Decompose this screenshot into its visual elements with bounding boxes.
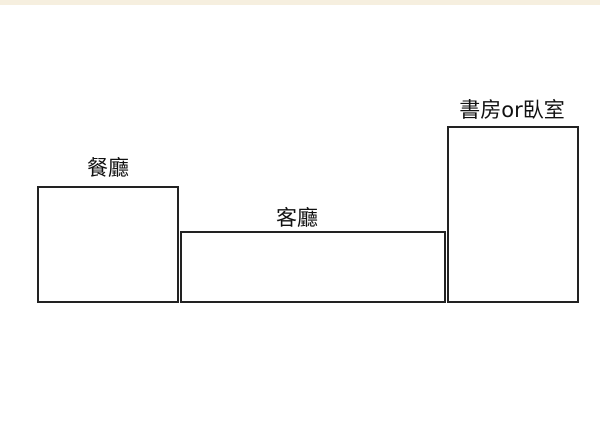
top-border-strip xyxy=(0,0,600,5)
study-or-bedroom-block xyxy=(447,126,579,303)
living-room-block xyxy=(180,231,446,303)
study-or-bedroom-label: 書房or臥室 xyxy=(459,98,565,122)
dining-room-block xyxy=(37,186,179,303)
living-room-label: 客廳 xyxy=(276,206,318,230)
dining-room-label: 餐廳 xyxy=(87,156,129,180)
